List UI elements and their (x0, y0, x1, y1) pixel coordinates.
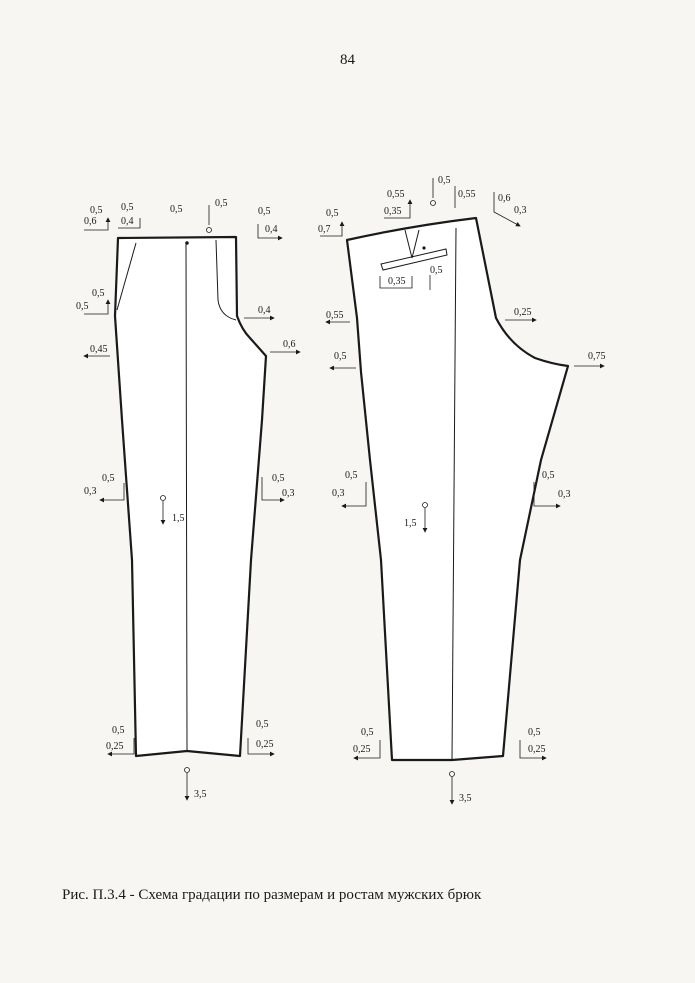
back-label: 0,55 (387, 189, 405, 200)
front-label: 0,4 (258, 305, 271, 316)
front-label: 0,5 (272, 473, 285, 484)
back-outline (345, 216, 570, 762)
back-dart (404, 229, 420, 259)
back-crease-line (451, 227, 457, 761)
front-label: 0,45 (90, 344, 108, 355)
front-label: 0,5 (112, 725, 125, 736)
back-hem-right-arrow (519, 740, 547, 761)
front-hem-right-arrow (247, 738, 275, 757)
back-label: 0,5 (334, 351, 347, 362)
back-label: 1,5 (404, 518, 417, 529)
back-top-left-arrow (320, 221, 345, 237)
back-label: 0,5 (326, 208, 339, 219)
front-pocket-line (116, 242, 137, 311)
front-hem-left-arrow (107, 738, 135, 757)
front-crease-line (185, 241, 188, 752)
back-label: 0,5 (542, 470, 555, 481)
back-hem-left-arrow (353, 740, 381, 761)
page-number: 84 (340, 52, 355, 68)
front-panel: 0,5 0,6 0,5 0,4 0,5 0,5 0,5 0,4 0,5 0,5 … (76, 198, 301, 801)
figure-caption: Рис. П.3.4 - Схема градации по размерам … (62, 887, 482, 903)
back-pocket-welt (380, 248, 448, 271)
front-label: 0,4 (265, 224, 278, 235)
back-label: 0,3 (514, 205, 527, 216)
front-label: 0,3 (84, 486, 97, 497)
front-label: 0,6 (283, 339, 296, 350)
front-waist-marker-icon (206, 227, 212, 233)
back-label: 0,7 (318, 224, 331, 235)
back-label: 0,25 (528, 744, 546, 755)
back-label: 0,5 (361, 727, 374, 738)
front-label: 0,5 (258, 206, 271, 217)
back-knee-left-arrow (341, 482, 367, 509)
front-label: 0,4 (121, 216, 134, 227)
front-hip-left-arrow (84, 299, 111, 315)
front-waist-point (185, 241, 189, 245)
back-top-marker-icon (430, 200, 436, 206)
back-top-mid-arrow (384, 199, 413, 219)
front-top-left-arrow (84, 217, 111, 231)
back-label: 0,3 (332, 488, 345, 499)
front-label: 0,5 (215, 198, 228, 209)
back-pocket-arrow (379, 276, 413, 289)
back-label: 0,75 (588, 351, 606, 362)
front-label: 0,3 (282, 488, 295, 499)
front-label: 0,5 (256, 719, 269, 730)
front-label: 0,5 (102, 473, 115, 484)
back-label: 0,5 (345, 470, 358, 481)
back-label: 0,35 (388, 276, 406, 287)
back-panel: 0,5 0,7 0,55 0,35 0,5 0,55 0,6 0,3 0,5 0… (318, 175, 606, 805)
back-label: 0,5 (438, 175, 451, 186)
front-label: 0,5 (90, 205, 103, 216)
front-label: 0,5 (76, 301, 89, 312)
front-knee-left-arrow (99, 483, 125, 503)
front-label: 1,5 (172, 513, 185, 524)
back-knee-right-arrow (533, 482, 561, 509)
front-label: 0,25 (106, 741, 124, 752)
front-top-right-arrow (257, 224, 283, 241)
back-label: 0,35 (384, 206, 402, 217)
front-label: 0,5 (92, 288, 105, 299)
front-label: 0,5 (121, 202, 134, 213)
back-label: 0,25 (353, 744, 371, 755)
back-hem-marker-icon (449, 771, 455, 777)
back-label: 0,5 (528, 727, 541, 738)
back-top-right-arrow (493, 192, 521, 227)
front-top-left-arrow-b (118, 218, 141, 229)
front-center-marker-icon (160, 495, 166, 501)
front-knee-right-arrow (261, 477, 285, 503)
front-label: 0,5 (170, 204, 183, 215)
front-hem-marker-icon (184, 767, 190, 773)
back-label: 0,25 (514, 307, 532, 318)
back-label: 0,6 (498, 193, 511, 204)
front-label: 0,6 (84, 216, 97, 227)
front-outline (113, 235, 268, 758)
back-dart-point (422, 246, 426, 250)
back-center-marker-icon (422, 502, 428, 508)
front-fly-line (215, 239, 237, 321)
back-label: 0,55 (326, 310, 344, 321)
back-label: 0,3 (558, 489, 571, 500)
back-label: 0,5 (430, 265, 443, 276)
back-label: 0,55 (458, 189, 476, 200)
front-label: 3,5 (194, 789, 207, 800)
front-label: 0,25 (256, 739, 274, 750)
back-label: 3,5 (459, 793, 472, 804)
